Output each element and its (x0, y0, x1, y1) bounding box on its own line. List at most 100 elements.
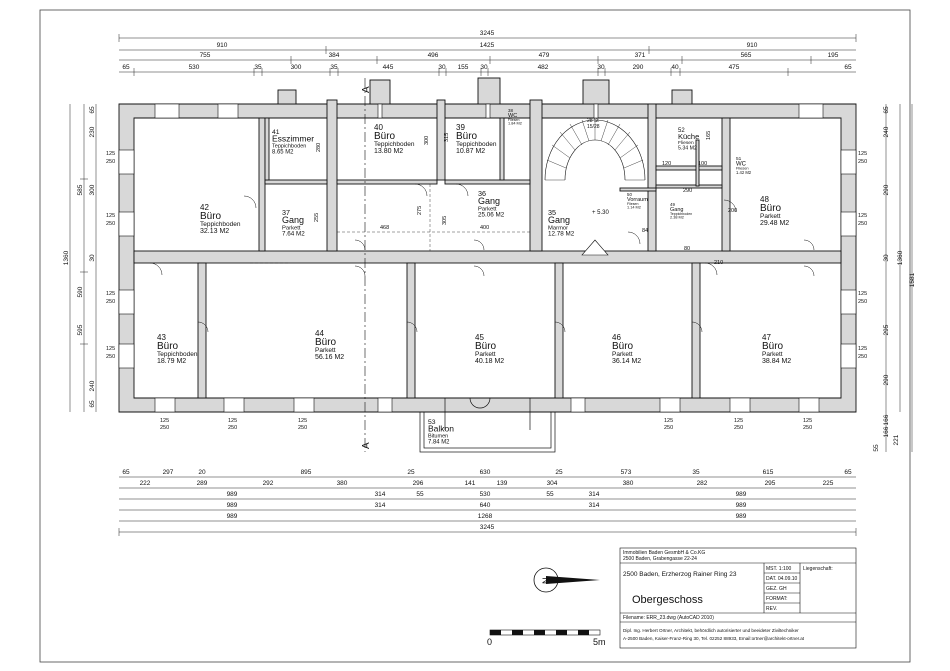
north-arrow-label: N (541, 578, 551, 585)
win-sill-r4: 250 (858, 354, 867, 360)
dim-280: 280 (316, 143, 322, 152)
room-number: 42 (200, 203, 209, 212)
dim-80: 80 (684, 246, 690, 252)
dim-right-outer: 1581 (909, 272, 916, 287)
win-lbl-l2: 125 (106, 213, 115, 219)
win-sill-b4: 250 (664, 425, 673, 431)
room-number: 46 (612, 333, 621, 342)
room-name: Balkon (428, 424, 454, 434)
gez-label: GEZ. GH (766, 586, 787, 592)
win-lbl-r3: 125 (858, 291, 867, 297)
room-name: WC (736, 161, 747, 167)
room-name: Esszimmer (272, 134, 314, 144)
scale-bar: 0 5m (487, 629, 606, 647)
dim-bot-r2-7: 304 (547, 480, 558, 487)
sheet-frame (39, 9, 911, 663)
dim-right-inner-3: 30 (883, 254, 890, 262)
dim-top-r4-10: 30 (597, 64, 605, 71)
dim-bot-r1-3: 895 (301, 469, 312, 476)
balcony (419, 397, 556, 453)
win-lbl-r1: 125 (858, 151, 867, 157)
room-number: 44 (315, 329, 324, 338)
room-floor-type: Teppichboden (670, 212, 692, 216)
room-name: Vorraum (627, 197, 648, 203)
dim-left-inner-1: 230 (89, 126, 96, 137)
room-area: 7.64 M2 (282, 231, 305, 238)
room-floor-type: Teppichboden (157, 351, 198, 358)
room-area: 8.65 M2 (272, 150, 293, 156)
dim-bot-r1-2: 20 (198, 469, 206, 476)
mst-label: MST. 1:100 (766, 566, 792, 572)
room-name: Büro (475, 341, 497, 352)
room-floor-type: Bitumen (428, 434, 448, 440)
win-lbl-b4: 125 (664, 418, 673, 424)
dim-bot-r2-0: 222 (140, 480, 151, 487)
win-lbl-l1: 125 (106, 151, 115, 157)
filename: Filename: ERR_23.dwg (AutoCAD 2010) (623, 615, 714, 621)
room-name: Gang (670, 207, 683, 213)
dim-top-r4-7: 155 (458, 64, 469, 71)
room-floor-type: Teppichboden (200, 221, 241, 228)
stair-label-2: 15/28 (587, 124, 600, 130)
dim-top-r4-12: 40 (671, 64, 679, 71)
room-name: Büro (315, 337, 337, 348)
win-sill-b6: 250 (803, 425, 812, 431)
dim-left-outer: 1360 (63, 250, 70, 265)
left-dimension-chains: 1360 585 590 595 65 230 300 30 240 65 (63, 104, 97, 412)
dim-bot-r4-0: 989 (227, 502, 238, 509)
section-marker-top: A (361, 86, 372, 93)
staircase (544, 119, 646, 256)
room-area: 12.78 M2 (548, 231, 575, 238)
dim-bot-r2-6: 139 (497, 480, 508, 487)
dim-305: 305 (442, 216, 448, 225)
win-lbl-r2: 125 (858, 213, 867, 219)
room-floor-type: Parkett (475, 351, 496, 358)
dim-bot-r1-4: 25 (407, 469, 415, 476)
dim-top-r2-b: 1425 (480, 42, 495, 49)
dim-top-r2-c: 910 (747, 42, 758, 49)
win-sill-r3: 250 (858, 299, 867, 305)
room-area: 1.14 M2 (627, 206, 641, 210)
room-name: Gang (282, 215, 304, 225)
win-lbl-b5: 125 (734, 418, 743, 424)
room-number: 35 (548, 208, 556, 217)
dim-left-inner-3: 30 (89, 254, 96, 262)
dim-top-r4-8: 30 (480, 64, 488, 71)
dim-left-mid-0: 585 (77, 184, 84, 195)
dim-bot-r2-3: 380 (337, 480, 348, 487)
win-lbl-b3: 125 (298, 418, 307, 424)
dim-left-inner-2: 300 (89, 184, 96, 195)
stair-label: 28 St (587, 118, 599, 124)
rev-label: REV. (766, 606, 777, 612)
room-floor-type: Parkett (762, 351, 783, 358)
spot-level: + 5.30 (592, 210, 610, 216)
dim-bot-r2-10: 295 (765, 480, 776, 487)
dim-right-inner-9: 55 (873, 444, 880, 452)
room-name: Gang (478, 196, 500, 206)
room-floor-type: Teppichboden (456, 141, 497, 148)
dim-84: 84 (642, 228, 648, 234)
win-sill-b1: 250 (160, 425, 169, 431)
room-floor-type: Parkett (612, 351, 633, 358)
room-number: 43 (157, 333, 166, 342)
dim-bot-r2-8: 380 (623, 480, 634, 487)
format-label: FORMAT: (766, 596, 788, 602)
room-floor-type: Parkett (282, 225, 301, 231)
dim-top-r3-0: 755 (200, 52, 211, 59)
dim-bot-r5-2: 989 (736, 513, 747, 520)
room-floor-type: Parkett (315, 347, 336, 354)
dim-bot-r1-0: 65 (122, 469, 130, 476)
dim-right-inner-5: 290 (883, 374, 890, 385)
room-area: 2.38 M2 (670, 216, 684, 220)
architect-line1: Dipl. Ing. Herbert Ortner, Architekt, be… (623, 628, 799, 633)
inner-dimensions: 468 400 275 305 255 280 300 315 165 120 … (314, 131, 737, 266)
